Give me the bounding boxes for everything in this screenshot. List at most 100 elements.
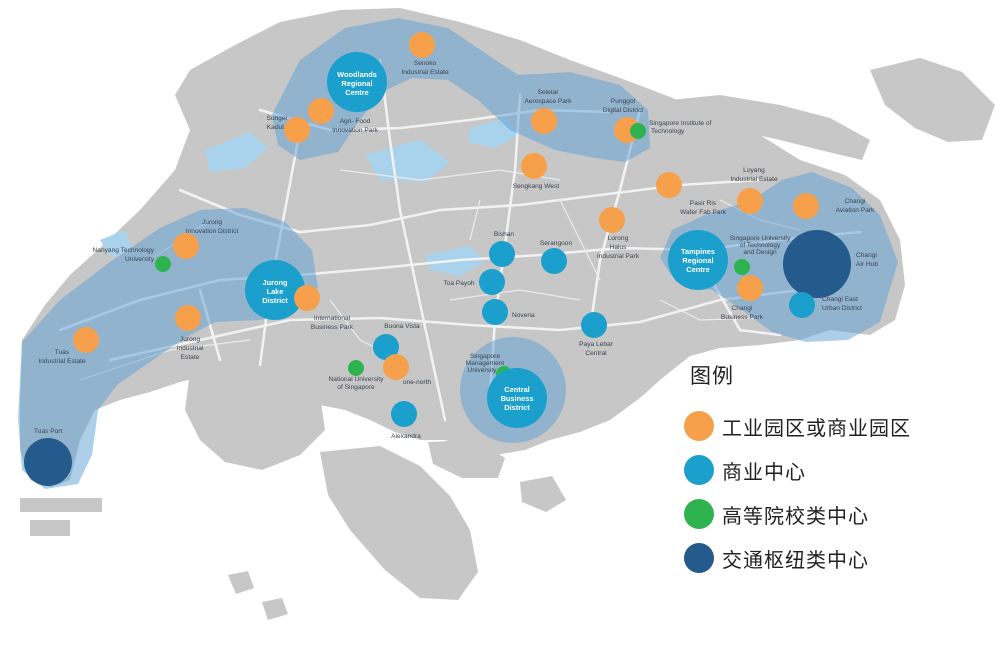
changi-aviation-marker[interactable] (793, 193, 819, 219)
southern-islands (320, 446, 478, 600)
serangoon-marker[interactable] (541, 248, 567, 274)
changi-business-marker[interactable] (737, 275, 763, 301)
legend-item-transport: 交通枢纽类中心 (684, 536, 984, 580)
agri-food-marker[interactable] (308, 98, 334, 124)
alexandra-marker[interactable] (391, 401, 417, 427)
jurong-ind-marker[interactable] (175, 305, 201, 331)
sit-marker[interactable] (630, 123, 646, 139)
loyang-marker[interactable] (737, 188, 763, 214)
changi-air-hub-marker[interactable] (783, 230, 851, 298)
nus-marker[interactable] (348, 360, 364, 376)
legend-label: 高等院校类中心 (722, 503, 869, 528)
west-corridor-zone (18, 208, 318, 489)
paya-lebar-marker[interactable] (581, 312, 607, 338)
reclaimed-pier-2 (30, 520, 70, 536)
lorong-halus-marker[interactable] (599, 207, 625, 233)
label-novena: Novena (512, 312, 535, 319)
western-catchment-water (100, 230, 132, 258)
pasir-ris-marker[interactable] (656, 172, 682, 198)
legend-item-industrial: 工业园区或商业园区 (684, 404, 984, 448)
legend-title: 图例 (690, 364, 734, 388)
legend-label: 工业园区或商业园区 (722, 415, 911, 440)
kranji-reservoir (205, 132, 268, 172)
southern-islet-2 (228, 571, 254, 594)
label-bishan: Bishan (494, 231, 514, 238)
cbd-marker[interactable] (487, 368, 547, 428)
southern-islet-1 (520, 476, 566, 512)
tuas-port-marker[interactable] (24, 438, 72, 486)
label-toa-payoh: Toa Payoh (443, 280, 474, 287)
woodlands-marker[interactable] (327, 52, 387, 112)
label-tuas-port: Tuas Port (34, 428, 63, 435)
pulau-ubin (668, 95, 870, 160)
sutd-marker[interactable] (734, 259, 750, 275)
southern-islet-3 (262, 598, 288, 620)
label-alexandra: Alexandra (391, 433, 421, 440)
map-legend: 图例 工业园区或商业园区 商业中心 高等院校类中心 交通枢纽类中心 (684, 360, 984, 580)
ntu-marker[interactable] (155, 256, 171, 272)
ibp-marker[interactable] (294, 285, 320, 311)
legend-swatch-commercial (684, 455, 714, 485)
east-zone (660, 172, 898, 342)
label-buona-vista: Buona Vista (384, 323, 420, 330)
legend-item-education: 高等院校类中心 (684, 492, 984, 536)
label-one-north: one-north (403, 379, 432, 386)
legend-swatch-transport (684, 543, 714, 573)
bishan-marker[interactable] (489, 241, 515, 267)
upper-seletar-reservoir (365, 140, 450, 182)
sengkang-marker[interactable] (521, 153, 547, 179)
tampines-marker[interactable] (668, 230, 728, 290)
legend-item-commercial: 商业中心 (684, 448, 984, 492)
place-markers (24, 32, 851, 486)
legend-swatch-education (684, 499, 714, 529)
buona-vista-marker[interactable] (373, 334, 399, 360)
label-serangoon: Serangoon (540, 240, 573, 247)
label-sengkang: Sengkang West (513, 183, 560, 190)
senoko-marker[interactable] (409, 32, 435, 58)
changi-east-marker[interactable] (789, 292, 815, 318)
tuas-ind-marker[interactable] (73, 327, 99, 353)
jurong-lake-marker[interactable] (245, 260, 305, 320)
sentosa (428, 440, 505, 478)
novena-marker[interactable] (482, 299, 508, 325)
jurong-island (185, 362, 325, 470)
jurong-innovation-marker[interactable] (173, 233, 199, 259)
legend-swatch-industrial (684, 411, 714, 441)
legend-label: 商业中心 (722, 459, 806, 484)
one-north-marker[interactable] (383, 354, 409, 380)
sungei-kadut-marker[interactable] (284, 117, 310, 143)
seletar-marker[interactable] (531, 108, 557, 134)
legend-label: 交通枢纽类中心 (722, 547, 869, 572)
reclaimed-pier-1 (20, 498, 102, 512)
toa-payoh-marker[interactable] (479, 269, 505, 295)
pulau-tekong (870, 58, 995, 142)
